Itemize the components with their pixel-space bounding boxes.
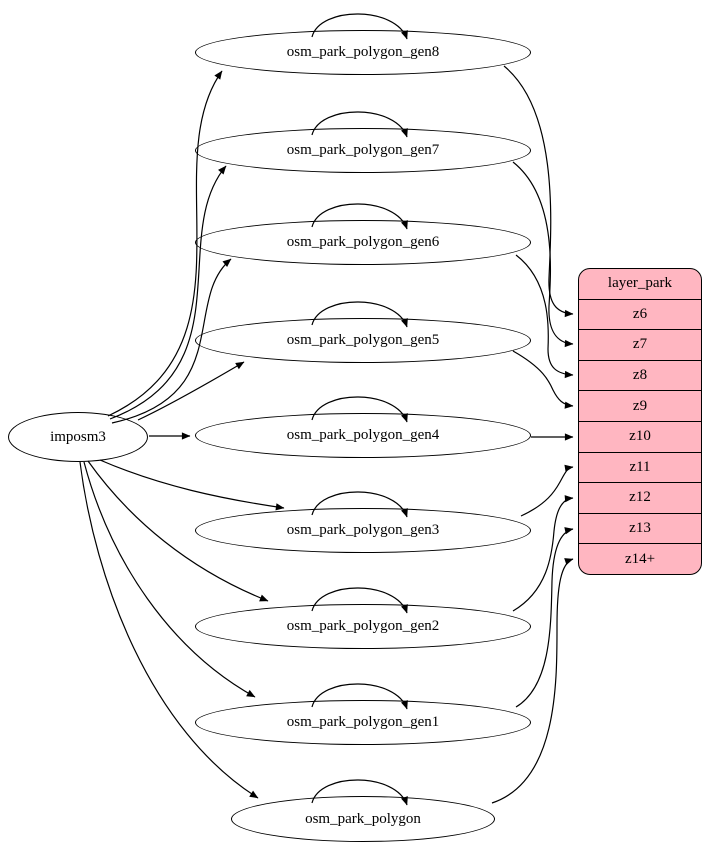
edge-gen3-z11 [520, 464, 574, 517]
node-label: osm_park_polygon_gen1 [286, 714, 440, 730]
edge-imposm3-gen1 [83, 461, 256, 698]
node-osm-park-polygon-gen8: osm_park_polygon_gen8 [195, 30, 531, 75]
edge-polygon-z14 [491, 558, 574, 804]
edge-gen7-z7 [512, 161, 574, 348]
node-osm-park-polygon-gen5: osm_park_polygon_gen5 [195, 318, 531, 363]
edge-gen6-z8 [515, 254, 574, 379]
record-row-z14: z14+ [579, 543, 701, 574]
edge-imposm3-gen7 [109, 165, 227, 420]
node-label: osm_park_polygon_gen5 [286, 332, 440, 348]
node-osm-park-polygon-gen6: osm_park_polygon_gen6 [195, 220, 531, 265]
node-label: osm_park_polygon [305, 810, 421, 827]
node-osm-park-polygon-gen7: osm_park_polygon_gen7 [195, 128, 531, 173]
edge-gen1-z13 [515, 527, 574, 708]
edge-imposm3-gen3 [99, 459, 285, 511]
edge-gen8-z6 [503, 65, 574, 318]
node-layer-park: layer_park z6 z7 z8 z9 z10 z11 z12 z13 z… [578, 268, 702, 575]
node-osm-park-polygon-gen1: osm_park_polygon_gen1 [195, 700, 531, 745]
edge-gen2-z12 [512, 495, 574, 612]
node-osm-park-polygon: osm_park_polygon [231, 796, 495, 842]
record-row-z12: z12 [579, 482, 701, 513]
node-imposm3: imposm3 [8, 412, 148, 462]
record-row-z13: z13 [579, 512, 701, 544]
record-row-z6: z6 [579, 298, 701, 330]
record-row-z7: z7 [579, 329, 701, 360]
node-label: osm_park_polygon_gen6 [286, 234, 440, 250]
node-osm-park-polygon-gen4: osm_park_polygon_gen4 [195, 413, 531, 458]
record-row-z10: z10 [579, 420, 701, 452]
node-label: osm_park_polygon_gen2 [286, 618, 440, 634]
node-label: osm_park_polygon_gen4 [286, 427, 440, 443]
node-label: osm_park_polygon_gen8 [286, 44, 440, 60]
node-label: osm_park_polygon_gen7 [286, 142, 440, 158]
node-osm-park-polygon-gen3: osm_park_polygon_gen3 [195, 508, 531, 553]
record-header: layer_park [607, 275, 673, 292]
record-row-z11: z11 [579, 451, 701, 483]
record-row-z8: z8 [579, 359, 701, 391]
node-osm-park-polygon-gen2: osm_park_polygon_gen2 [195, 604, 531, 649]
record-row-z9: z9 [579, 390, 701, 421]
edge-imposm3-gen5 [137, 361, 245, 421]
node-imposm3-label: imposm3 [50, 428, 106, 445]
node-label: osm_park_polygon_gen3 [286, 522, 440, 538]
edge-gen5-z9 [512, 350, 574, 409]
